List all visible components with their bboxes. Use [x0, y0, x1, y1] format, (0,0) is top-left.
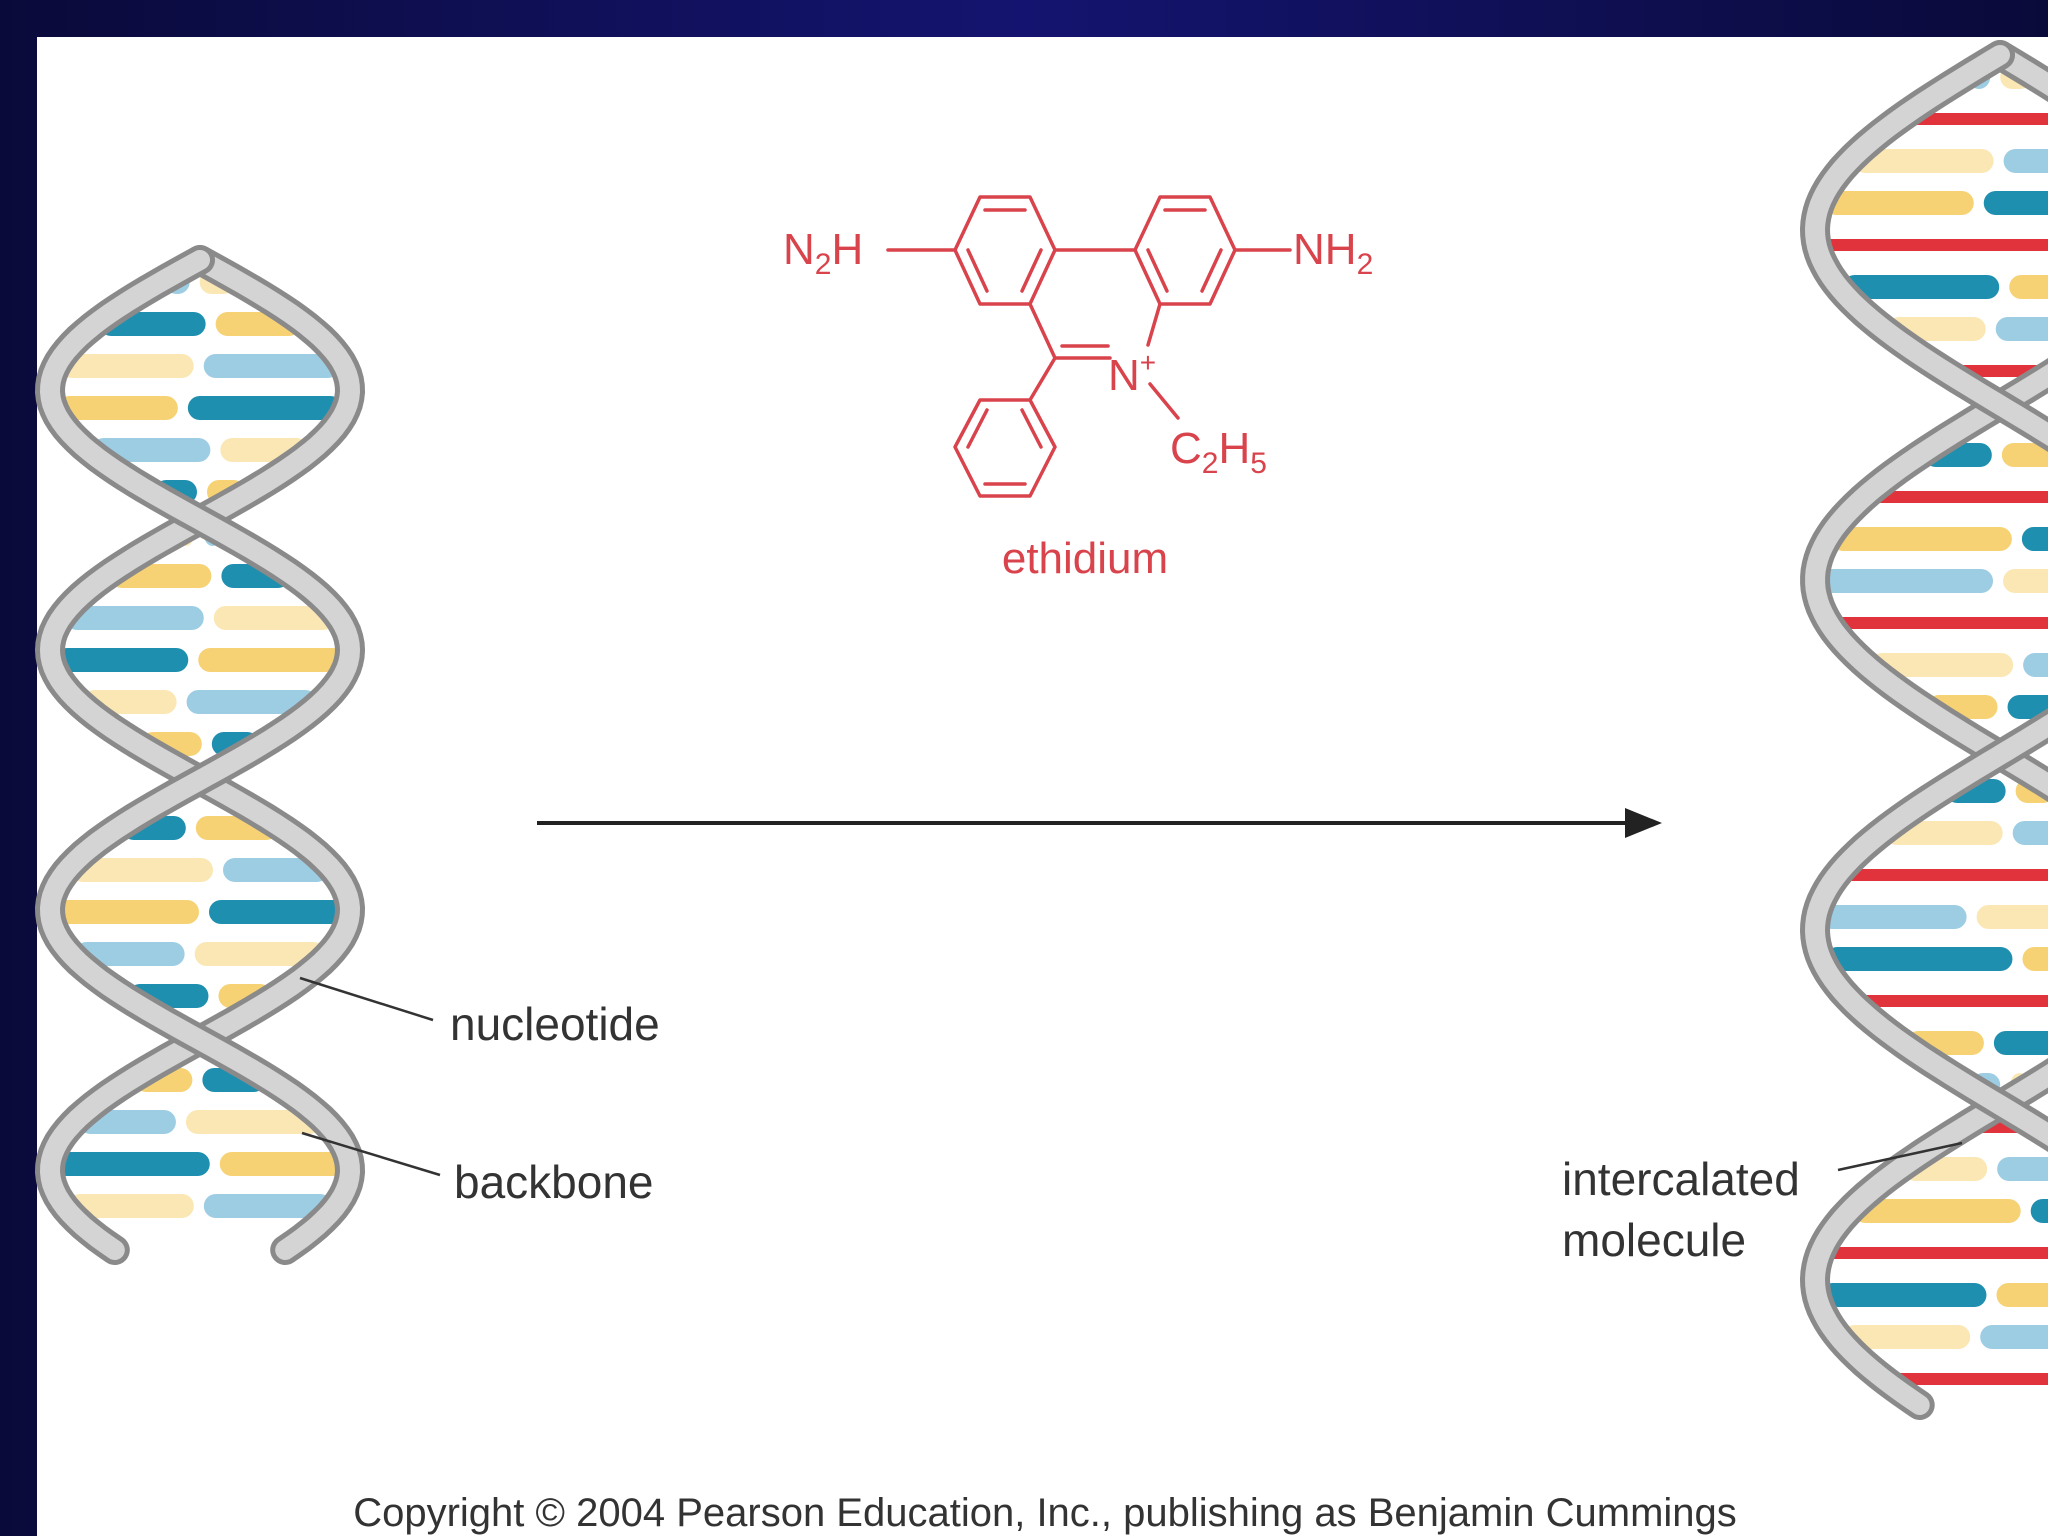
intercalated-molecule-bar — [1834, 617, 2048, 629]
nucleotide-base — [2030, 1199, 2048, 1223]
ring-b-double-2 — [1200, 248, 1223, 293]
backbone-strand — [39, 250, 361, 1260]
nucleotide-base — [1993, 1031, 2048, 1055]
nucleotide-base — [203, 354, 340, 378]
central-bond-left — [1028, 302, 1057, 360]
nucleotide-label: nucleotide — [450, 998, 660, 1050]
nucleotide-base — [1853, 1199, 2021, 1223]
ethidium-structure — [886, 195, 1292, 498]
dna-helix-intercalated — [1799, 40, 2048, 1420]
nitrogen-label: N+ — [1108, 347, 1156, 400]
phenyl-ring — [953, 398, 1057, 498]
nucleotide-base — [186, 690, 318, 714]
nucleotide-base — [60, 354, 194, 378]
base-pairs — [54, 270, 346, 1218]
nucleotide-base — [2012, 821, 2048, 845]
nucleotide-base — [1870, 653, 2014, 677]
nucleotide-base — [1842, 1325, 1971, 1349]
intercalated-molecule-bar — [1843, 869, 2048, 881]
nucleotide-base — [1983, 191, 2048, 215]
backbone-strand — [1804, 45, 2048, 1415]
slide-background — [37, 37, 2048, 1536]
nucleotide-leader — [299, 976, 434, 1022]
nucleotide-base — [219, 1152, 346, 1176]
nucleotide-base — [57, 396, 178, 420]
nucleotide-base — [1980, 1325, 2048, 1349]
nucleotide-base — [187, 396, 343, 420]
intercalated-molecule-bar — [1822, 239, 2048, 251]
nucleotide-base — [2009, 275, 2048, 299]
nucleotide-base — [1995, 317, 2048, 341]
nucleotide-base — [54, 1152, 210, 1176]
nucleotide-base — [1884, 821, 2003, 845]
backbone-strand — [39, 250, 361, 1260]
backbone-strand — [1804, 45, 2048, 1147]
nucleotide-base — [1996, 1283, 2048, 1307]
intercalated-label-line1: intercalated — [1562, 1153, 1800, 1205]
nucleotide-base — [1831, 527, 2012, 551]
molecule-name: ethidium — [1002, 534, 1168, 583]
nucleotide-base — [2007, 695, 2048, 719]
intercalated-molecule-bar — [1826, 1247, 2048, 1259]
right-amine-label: NH2 — [1293, 225, 1373, 281]
ring-a-double-3 — [966, 248, 989, 293]
ring-a-double-2 — [1020, 248, 1043, 293]
nucleotide-base — [1842, 275, 2000, 299]
ring-b-double-3 — [1146, 248, 1169, 293]
backbone-leader — [301, 1131, 441, 1177]
nucleotide-base — [2021, 527, 2048, 551]
intercalated-molecule-bar — [1857, 995, 2048, 1007]
nucleotide-base — [198, 648, 345, 672]
nucleotide-base — [1976, 905, 2048, 929]
nucleotide-base — [2022, 947, 2048, 971]
nucleotide-base — [67, 1194, 194, 1218]
nucleotide-base — [1820, 1283, 1987, 1307]
intercalated-molecule-bar — [1889, 1373, 2048, 1385]
intercalated-molecule-bar — [1905, 113, 2048, 125]
arrow-head — [1625, 808, 1662, 838]
nucleotide-base — [1819, 569, 1994, 593]
nucleotide-base — [213, 606, 335, 630]
nucleotide-base — [2003, 149, 2048, 173]
nucleotide-base — [203, 1194, 333, 1218]
nucleotide-base — [223, 858, 329, 882]
ethyl-label: C2H5 — [1170, 424, 1267, 480]
nucleotide-base — [91, 438, 211, 462]
nucleotide-base — [194, 942, 326, 966]
nucleotide-base — [2023, 653, 2048, 677]
bond-ethyl — [1148, 382, 1180, 420]
nucleotide-base — [208, 900, 346, 924]
central-bond-right — [1146, 302, 1162, 347]
intercalated-label-line2: molecule — [1562, 1214, 1746, 1266]
left-amine-label: N2H — [783, 225, 863, 281]
backbone-label: backbone — [454, 1156, 654, 1208]
bond-phenyl — [1028, 356, 1057, 402]
nucleotide-base — [1824, 191, 1974, 215]
nucleotide-base — [54, 900, 199, 924]
nucleotide-base — [2003, 569, 2048, 593]
intercalated-leader — [1837, 1141, 1963, 1172]
nucleotide-base — [1825, 947, 2013, 971]
phenyl-double-2 — [1020, 408, 1043, 449]
nucleotide-base — [2001, 443, 2048, 467]
nucleotide-base — [65, 606, 204, 630]
reaction-arrow — [537, 808, 1662, 838]
phenyl-double-3 — [966, 408, 989, 449]
nucleotide-base — [1820, 905, 1967, 929]
nucleotide-base — [55, 648, 189, 672]
nucleotide-base — [74, 942, 185, 966]
intercalated-molecule-bar — [1870, 491, 2048, 503]
nucleotide-base — [185, 1110, 322, 1134]
nucleotide-base — [1853, 149, 1994, 173]
nucleotide-base — [71, 858, 214, 882]
dna-helix-normal — [34, 245, 366, 1265]
nucleotide-base — [1997, 1157, 2048, 1181]
copyright-text: Copyright © 2004 Pearson Education, Inc.… — [353, 1491, 1737, 1535]
